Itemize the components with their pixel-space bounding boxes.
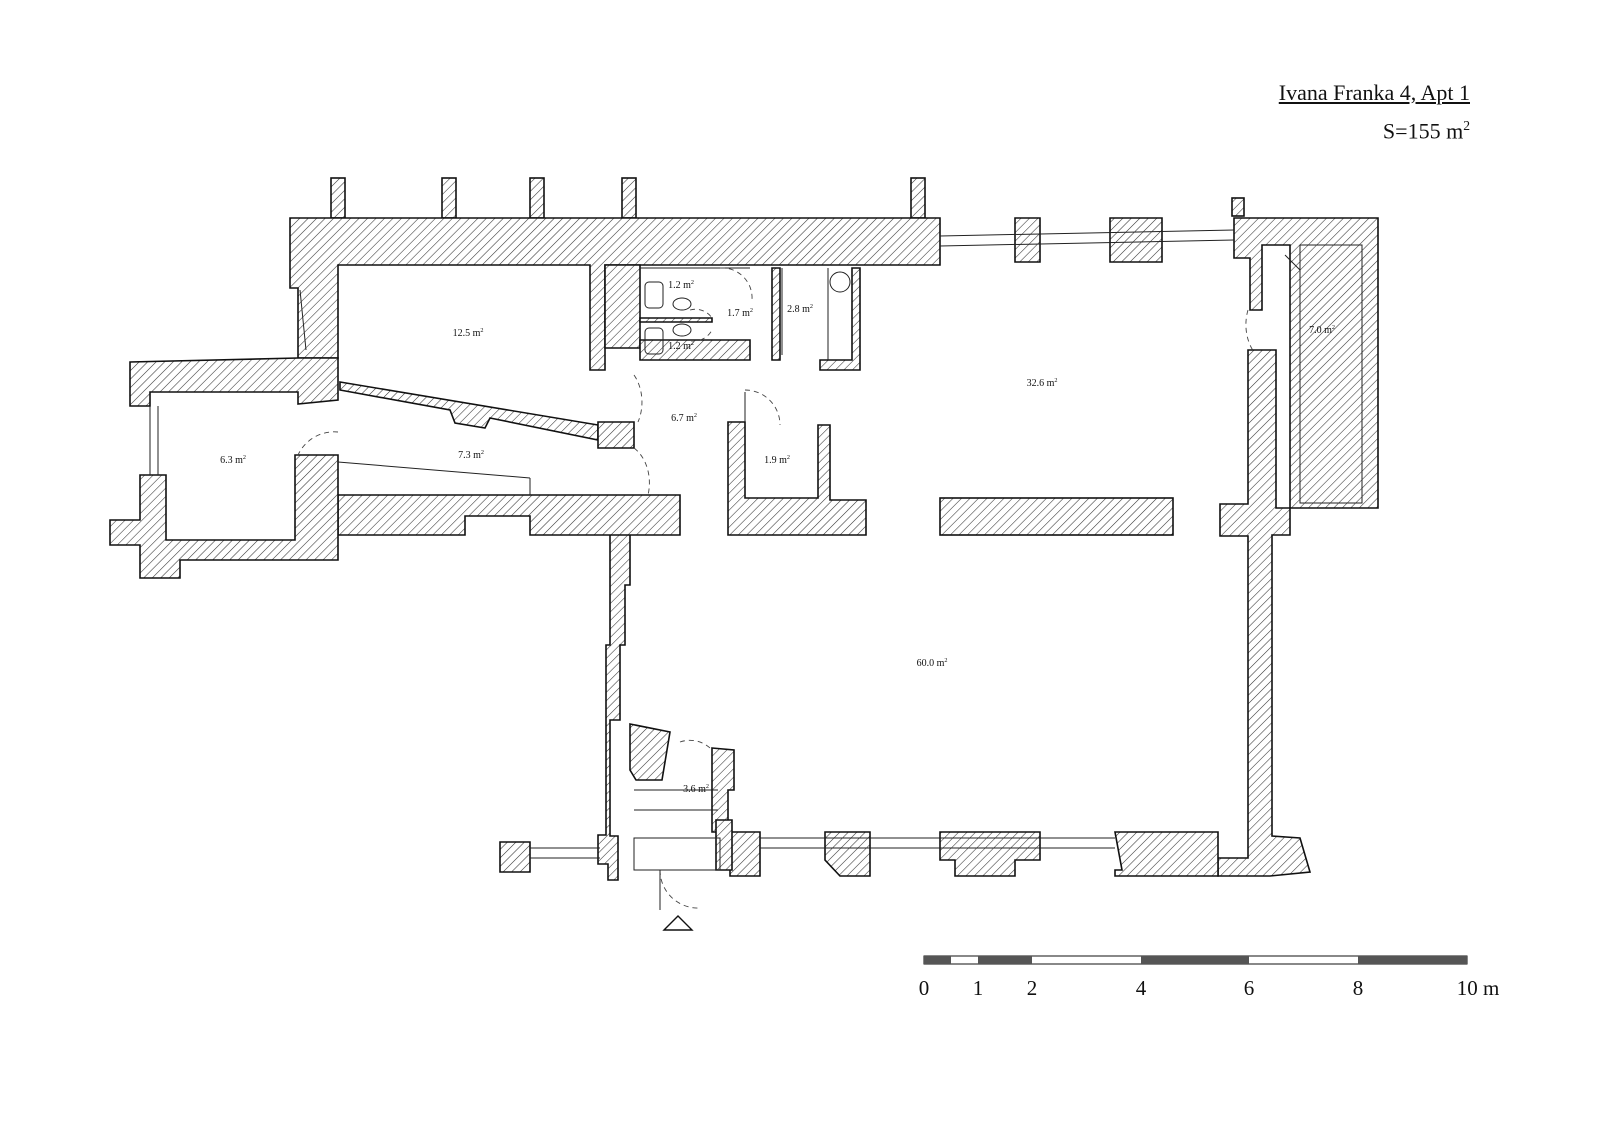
scale-label-1: 1 [972,976,984,1000]
door-swings [297,267,1255,910]
scale-label-2: 2 [1026,976,1038,1000]
sanitary-fixtures [644,271,851,355]
walls [109,217,1379,881]
scale-bar [923,955,1468,965]
room-label-wc-bottom: 1.2 m2 [668,339,694,353]
area-unit-superscript: 2 [1463,118,1470,133]
scale-label-8: 8 [1352,976,1364,1000]
plan-title: Ivana Franka 4, Apt 1 [1278,80,1470,105]
room-label-corridor-small: 1.7 m2 [727,306,753,320]
toilet-icon [644,327,664,355]
room-label-room-west: 6.3 m2 [220,453,246,467]
toilet-icon [644,281,664,309]
room-label-hall: 6.7 m2 [671,411,697,425]
chimneys [330,177,1245,219]
total-area-value: S=155 m [1382,118,1464,144]
room-label-main-room: 60.0 m2 [916,656,948,670]
room-label-bathroom: 2.8 m2 [787,302,813,316]
room-label-wc-top: 1.2 m2 [668,278,694,292]
room-label-corridor-west: 7.3 m2 [458,448,484,462]
sink-icon [672,323,692,337]
room-label-storage-right: 7.0 m2 [1309,323,1335,337]
room-label-closet: 1.9 m2 [764,453,790,467]
scale-label-0: 0 [918,976,930,1000]
room-label-vestibule: 3.6 m2 [683,782,709,796]
entrance-triangle-icon [662,915,694,931]
room-label-bedroom: 12.5 m2 [452,326,484,340]
sink-icon [672,297,692,311]
shower-drain-icon [829,271,851,293]
room-label-living-upper: 32.6 m2 [1026,376,1058,390]
scale-label-6: 6 [1243,976,1255,1000]
window-lines [149,229,1363,871]
total-area: S=155 m2 [1383,118,1470,144]
scale-label-4: 4 [1135,976,1147,1000]
scale-label-10: 10 m [1456,976,1500,1000]
